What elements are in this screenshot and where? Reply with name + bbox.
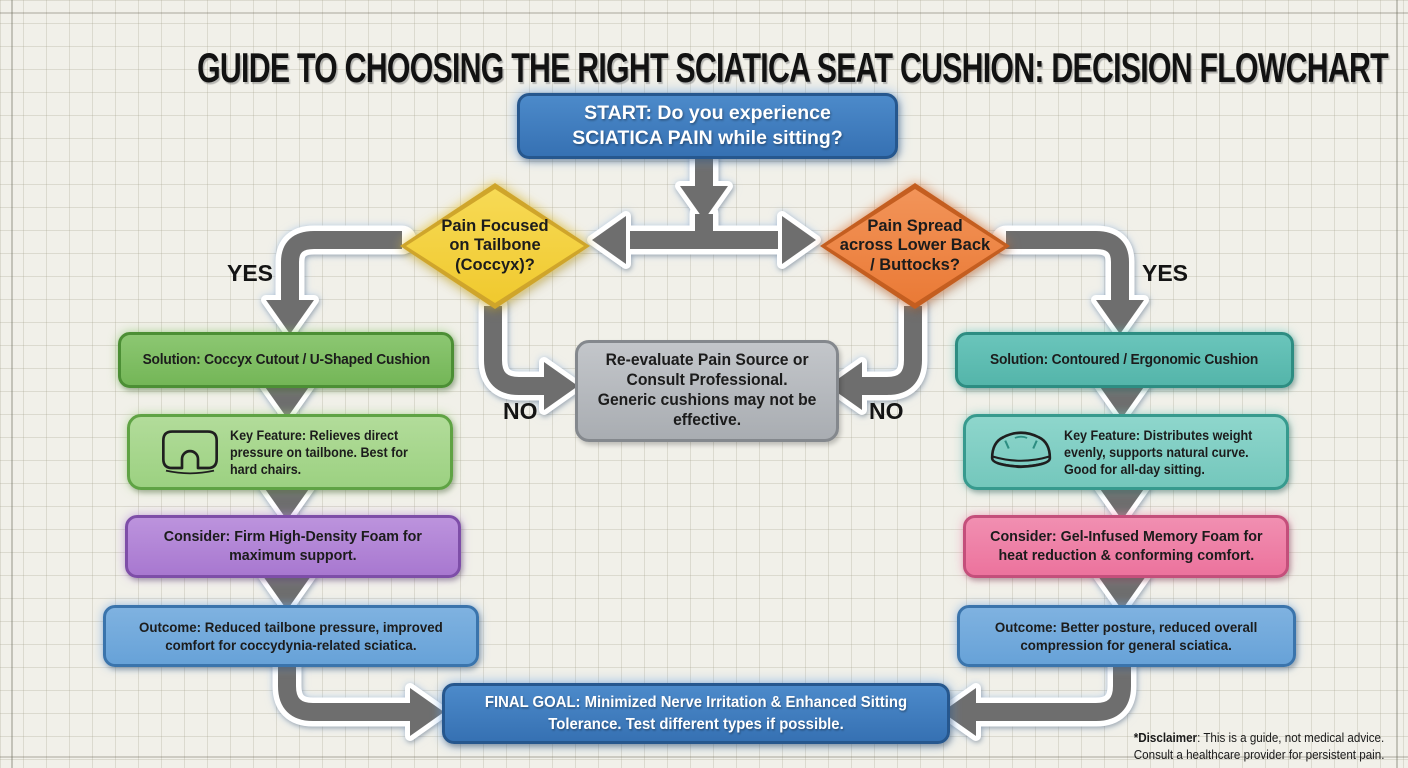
key-feature-right-row: Key Feature: Distributes weight evenly, …	[980, 424, 1273, 480]
decision-lower-back-text: Pain Spread	[867, 216, 963, 235]
solution-left-text: Solution: Coccyx Cutout / U-Shaped Cushi…	[142, 352, 430, 368]
solution-right-lines: Solution: Contoured / Ergonomic Cushion	[990, 352, 1258, 368]
edge-label-no-right: NO	[869, 398, 904, 424]
consider-left-lines: Consider: Firm High-Density Foam for max…	[164, 528, 422, 566]
key-feature-right-text: Good for all-day sitting.	[1063, 461, 1205, 477]
outcome-left-node: Outcome: Reduced tailbone pressure, impr…	[103, 605, 479, 667]
decision-tailbone-text: on Tailbone	[449, 236, 541, 255]
key-feature-left-text: pressure on tailbone. Best for	[230, 444, 409, 460]
outcome-right-text: Outcome: Better posture, reduced overall	[995, 618, 1258, 635]
reevaluate-text: Generic cushions may not be	[597, 391, 817, 409]
reevaluate-text: Consult Professional.	[626, 371, 788, 390]
reevaluate-text: Re-evaluate Pain Source or	[605, 351, 809, 370]
consider-right-text: Consider: Gel-Infused Memory Foam for	[989, 527, 1263, 545]
page-title: GUIDE TO CHOOSING THE RIGHT SCIATICA SEA…	[197, 44, 1388, 92]
decision-tailbone-diamond: Pain Focused on Tailbone (Coccyx)?	[400, 183, 590, 309]
key-feature-left-text: hard chairs.	[230, 461, 302, 477]
start-node-lines: START: Do you experience SCIATICA PAIN w…	[572, 101, 842, 152]
solution-left-lines: Solution: Coccyx Cutout / U-Shaped Cushi…	[142, 352, 430, 368]
final-goal-node: FINAL GOAL: Minimized Nerve Irritation &…	[442, 683, 950, 744]
final-goal-text: FINAL GOAL: Minimized Nerve Irritation &…	[484, 693, 908, 711]
paper-margin-line-bottom	[0, 756, 1408, 758]
outcome-left-text: Outcome: Reduced tailbone pressure, impr…	[139, 618, 443, 635]
disclaimer-line1: *Disclaimer: This is a guide, not medica…	[1134, 730, 1396, 747]
outcome-right-node: Outcome: Better posture, reduced overall…	[957, 605, 1296, 667]
paper-margin-line-right	[1396, 0, 1398, 768]
key-feature-left-text: Key Feature: Relieves direct	[230, 427, 399, 443]
reevaluate-node-lines: Re-evaluate Pain Source or Consult Profe…	[598, 351, 817, 430]
consider-left-node: Consider: Firm High-Density Foam for max…	[125, 515, 461, 578]
consider-right-node: Consider: Gel-Infused Memory Foam for he…	[963, 515, 1289, 578]
decision-lower-back-text: / Buttocks?	[870, 255, 960, 274]
reevaluate-text: effective.	[673, 410, 741, 429]
edge-label-no-left: NO	[503, 398, 538, 424]
final-goal-lines: FINAL GOAL: Minimized Nerve Irritation &…	[485, 692, 907, 735]
key-feature-right-text: Key Feature: Distributes weight	[1063, 427, 1253, 443]
reevaluate-node: Re-evaluate Pain Source or Consult Profe…	[575, 340, 839, 442]
key-feature-left-lines: Key Feature: Relieves direct pressure on…	[230, 427, 408, 478]
key-feature-left-node: Key Feature: Relieves direct pressure on…	[127, 414, 453, 490]
paper-margin-line-top	[0, 12, 1408, 14]
decision-tailbone-lines: Pain Focused on Tailbone (Coccyx)?	[400, 183, 590, 309]
start-node-text: SCIATICA PAIN while sitting?	[572, 127, 843, 149]
disclaimer-line2: Consult a healthcare provider for persis…	[1133, 747, 1385, 762]
consider-right-text: heat reduction & conforming comfort.	[998, 546, 1254, 564]
decision-tailbone-text: Pain Focused	[441, 216, 549, 235]
key-feature-right-node: Key Feature: Distributes weight evenly, …	[963, 414, 1289, 490]
decision-lower-back-diamond: Pain Spread across Lower Back / Buttocks…	[820, 183, 1010, 309]
start-node: START: Do you experience SCIATICA PAIN w…	[517, 93, 898, 159]
consider-right-lines: Consider: Gel-Infused Memory Foam for he…	[990, 528, 1262, 566]
outcome-left-lines: Outcome: Reduced tailbone pressure, impr…	[139, 618, 443, 654]
disclaimer: *Disclaimer: This is a guide, not medica…	[1134, 730, 1396, 763]
start-node-text: START: Do you experience	[584, 101, 831, 124]
key-feature-right-lines: Key Feature: Distributes weight evenly, …	[1064, 427, 1252, 478]
outcome-left-text: comfort for coccydynia-related sciatica.	[165, 637, 417, 653]
decision-lower-back-lines: Pain Spread across Lower Back / Buttocks…	[820, 183, 1010, 309]
contoured-cushion-icon	[990, 431, 1051, 469]
paper-margin-line-left	[11, 0, 13, 768]
u-shaped-cushion-icon	[162, 430, 219, 475]
solution-left-node: Solution: Coccyx Cutout / U-Shaped Cushi…	[118, 332, 454, 388]
solution-right-text: Solution: Contoured / Ergonomic Cushion	[990, 352, 1259, 368]
edge-label-yes-right: YES	[1142, 260, 1189, 286]
outcome-right-text: compression for general sciatica.	[1020, 637, 1233, 653]
solution-right-node: Solution: Contoured / Ergonomic Cushion	[955, 332, 1294, 388]
consider-left-text: Consider: Firm High-Density Foam for	[163, 527, 423, 545]
disclaimer-line1-rest: : This is a guide, not medical advice.	[1197, 731, 1385, 745]
key-feature-left-row: Key Feature: Relieves direct pressure on…	[152, 425, 427, 479]
decision-tailbone-text: (Coccyx)?	[455, 255, 535, 274]
final-goal-text: Tolerance. Test different types if possi…	[548, 715, 844, 733]
outcome-right-lines: Outcome: Better posture, reduced overall…	[995, 618, 1257, 654]
edge-label-yes-left: YES	[227, 260, 274, 286]
consider-left-text: maximum support.	[229, 546, 357, 564]
disclaimer-lead: *Disclaimer	[1133, 731, 1198, 745]
key-feature-right-text: evenly, supports natural curve.	[1063, 444, 1249, 460]
decision-lower-back-text: across Lower Back	[839, 236, 991, 255]
